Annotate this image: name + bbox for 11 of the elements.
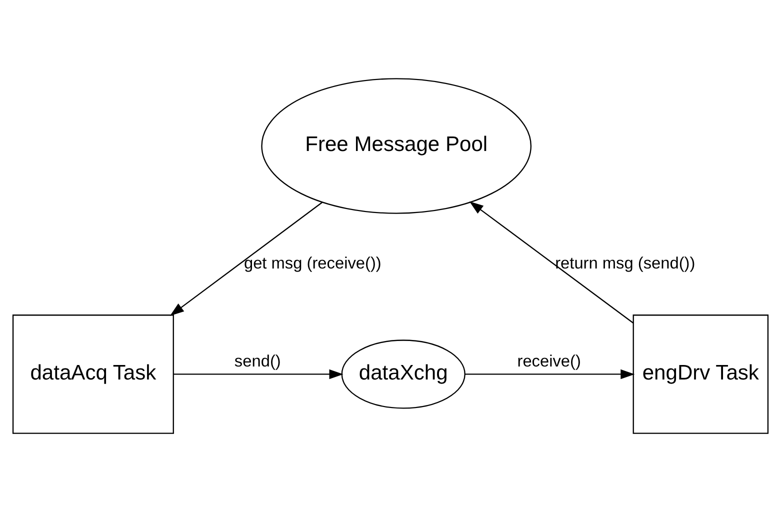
arrow bbox=[170, 202, 323, 316]
edge-label: receive() bbox=[517, 352, 581, 370]
arrow bbox=[464, 369, 635, 380]
arrow bbox=[174, 369, 344, 380]
arrow bbox=[469, 201, 634, 324]
edge-label: return msg (send()) bbox=[555, 254, 696, 273]
edge-label: get msg (receive()) bbox=[244, 254, 382, 273]
node-box: engDrv Task bbox=[632, 314, 769, 434]
edge-label: send() bbox=[234, 352, 281, 370]
node-ellipse: dataXchg bbox=[341, 340, 466, 409]
node-box: dataAcq Task bbox=[12, 314, 174, 434]
